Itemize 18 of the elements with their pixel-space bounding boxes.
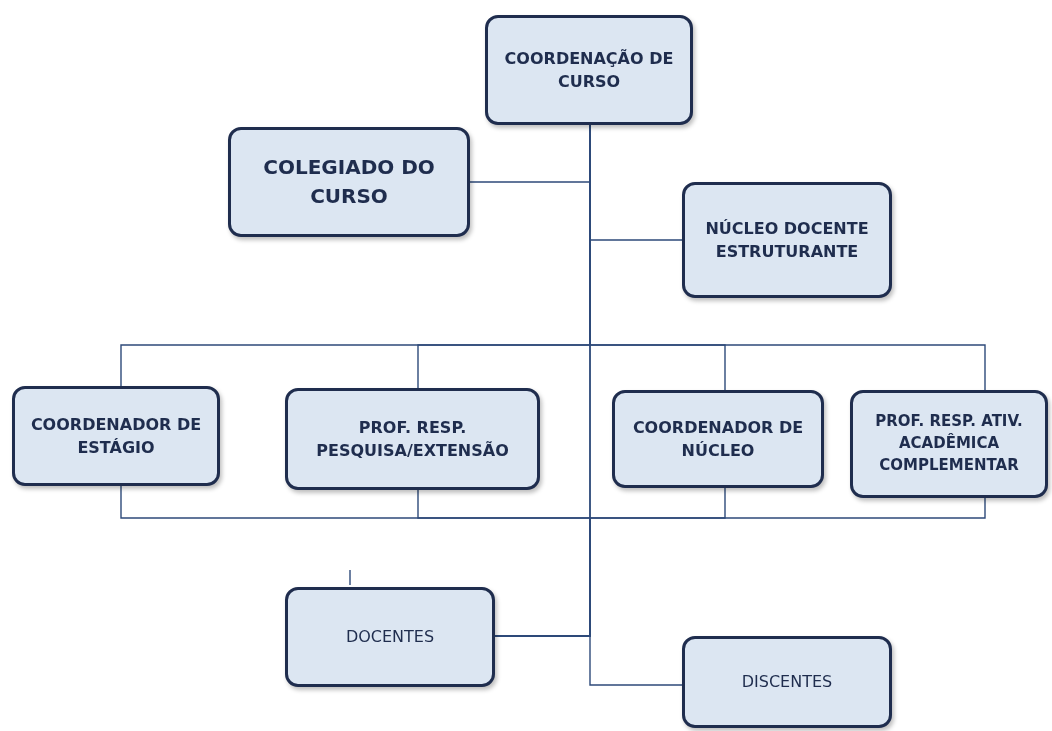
org-box: [682, 636, 892, 728]
box-label: DOCENTES: [345, 626, 435, 649]
box-label: COORDENADOR DE ESTÁGIO: [29, 413, 203, 459]
box-label: NÚCLEO DOCENTE ESTRUTURANTE: [704, 217, 870, 263]
org-box: [612, 390, 824, 488]
box-label: COORDENADOR DE NÚCLEO: [631, 416, 805, 462]
box-label: PROF. RESP. ATIV. ACADÊMICA COMPLEMENTAR: [874, 411, 1024, 476]
org-box: [485, 15, 693, 125]
org-box: [228, 127, 470, 237]
org-box: [285, 587, 495, 687]
box-label: PROF. RESP. PESQUISA/EXTENSÃO: [315, 416, 510, 462]
org-box: [285, 388, 540, 490]
org-box: [682, 182, 892, 298]
org-box: [850, 390, 1048, 498]
org-box: [12, 386, 220, 486]
box-label: COORDENAÇÃO DE CURSO: [503, 47, 675, 93]
box-label: DISCENTES: [741, 671, 833, 694]
box-label: COLEGIADO DO CURSO: [262, 154, 436, 210]
